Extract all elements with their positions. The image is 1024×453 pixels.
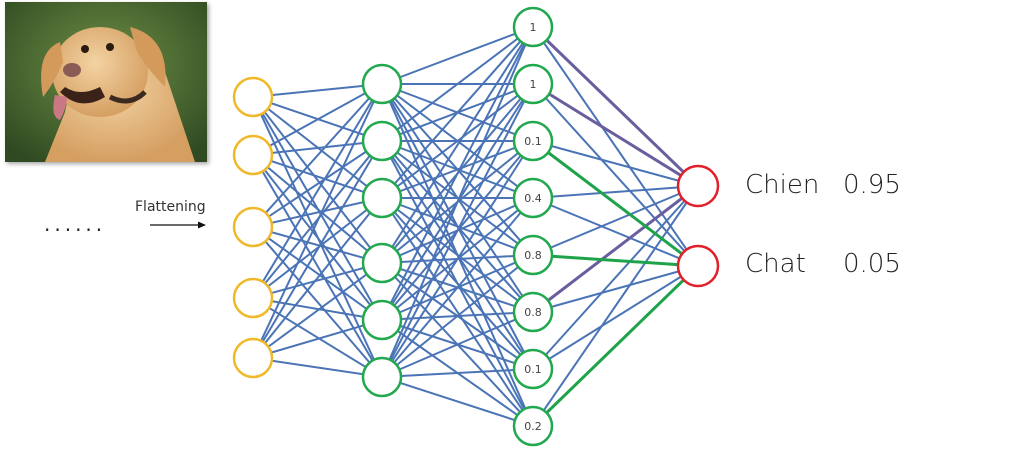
edge-input-hidden1 [252,83,383,359]
edge-input-hidden1 [252,197,383,359]
edge-hidden1-hidden2 [381,26,534,199]
node-value: 0.4 [524,192,542,205]
node-value: 1 [530,78,537,91]
edge-hidden2-output [532,185,699,370]
edge-hidden1-hidden2 [381,140,534,378]
edge-input-hidden1 [252,226,383,321]
output-node [676,164,720,208]
hidden2-node [512,6,554,48]
edge-highlighted [532,184,699,314]
node-value: 0.8 [524,306,542,319]
edge-hidden2-output [532,265,699,370]
edge-hidden2-output [532,197,699,267]
edge-hidden1-hidden2 [381,197,534,427]
output-value-chat: 0.05 [843,249,901,279]
output-value-chien: 0.95 [843,170,901,200]
input-node [232,134,274,176]
edge-input-hidden1 [252,297,383,321]
input-node [232,206,274,248]
edge-hidden1-hidden2 [381,83,534,378]
hidden2-node [512,120,554,162]
hidden1-node [361,177,403,219]
edge-input-hidden1 [252,154,383,199]
edge-hidden2-output [532,185,699,199]
node-value: 0.1 [524,363,542,376]
edge-hidden1-hidden2 [381,197,534,256]
edge-input-hidden1 [252,83,383,98]
edge-hidden1-hidden2 [381,197,534,313]
edge-input-hidden1 [252,140,383,228]
edge-hidden1-hidden2 [381,311,534,378]
edge-hidden1-hidden2 [381,140,534,199]
edge-hidden2-output [532,265,699,313]
node-value: 1 [530,21,537,34]
edge-highlighted [532,139,699,268]
edge-hidden1-hidden2 [381,368,534,378]
input-node [232,277,274,319]
edge-hidden2-output [532,140,699,187]
edge-input-hidden1 [252,197,383,228]
edge-hidden1-hidden2 [381,197,534,378]
input-node [232,76,274,118]
edge-input-hidden1 [252,154,383,321]
dog-photo [5,2,207,162]
flatten-arrowhead [198,221,206,229]
edge-input-hidden1 [252,262,383,299]
edge-hidden1-hidden2 [381,26,534,321]
edge-hidden1-hidden2 [381,197,534,370]
hidden1-node [361,356,403,398]
edge-input-hidden1 [252,140,383,156]
input-node [232,337,274,379]
hidden2-node [512,348,554,390]
hidden1-node [361,299,403,341]
hidden2-node [512,177,554,219]
edge-hidden1-hidden2 [381,26,534,378]
edge-input-hidden1 [252,357,383,378]
edge-hidden2-output [532,83,699,267]
edge-hidden2-output [532,185,699,427]
edge-input-hidden1 [252,83,383,228]
edge-hidden2-output [532,185,699,256]
hidden2-node [512,405,554,447]
edge-input-hidden1 [252,83,383,299]
edge-hidden1-hidden2 [381,83,534,199]
edge-input-hidden1 [252,262,383,359]
hidden2-node [512,234,554,276]
edge-input-hidden1 [252,154,383,378]
node-value: 0.8 [524,249,542,262]
edge-hidden1-hidden2 [381,254,534,378]
edge-hidden1-hidden2 [381,376,534,427]
hidden2-node [512,63,554,105]
edge-input-hidden1 [252,226,383,378]
edge-input-hidden1 [252,226,383,264]
edge-highlighted [532,82,699,188]
hidden1-node [361,120,403,162]
edge-input-hidden1 [252,140,383,359]
edge-highlighted [531,25,700,188]
edge-hidden2-output [532,26,699,267]
hidden1-node [361,63,403,105]
edge-hidden1-hidden2 [381,26,534,264]
output-label-chien: Chien [745,170,820,200]
edge-input-hidden1 [252,319,383,359]
edge-highlighted [531,264,700,428]
node-value: 0.1 [524,135,542,148]
hidden2-node [512,291,554,333]
edge-hidden1-hidden2 [381,26,534,142]
edge-highlighted [532,253,699,268]
node-value: 0.2 [524,420,542,433]
edge-hidden1-hidden2 [381,26,534,85]
edge-input-hidden1 [252,154,383,264]
output-label-chat: Chat [745,249,806,279]
edge-input-hidden1 [252,96,383,264]
flattening-label: Flattening [135,199,206,215]
hidden1-node [361,242,403,284]
edge-input-hidden1 [252,83,383,156]
output-node [676,244,720,288]
ellipsis-dots: ...... [44,212,107,236]
